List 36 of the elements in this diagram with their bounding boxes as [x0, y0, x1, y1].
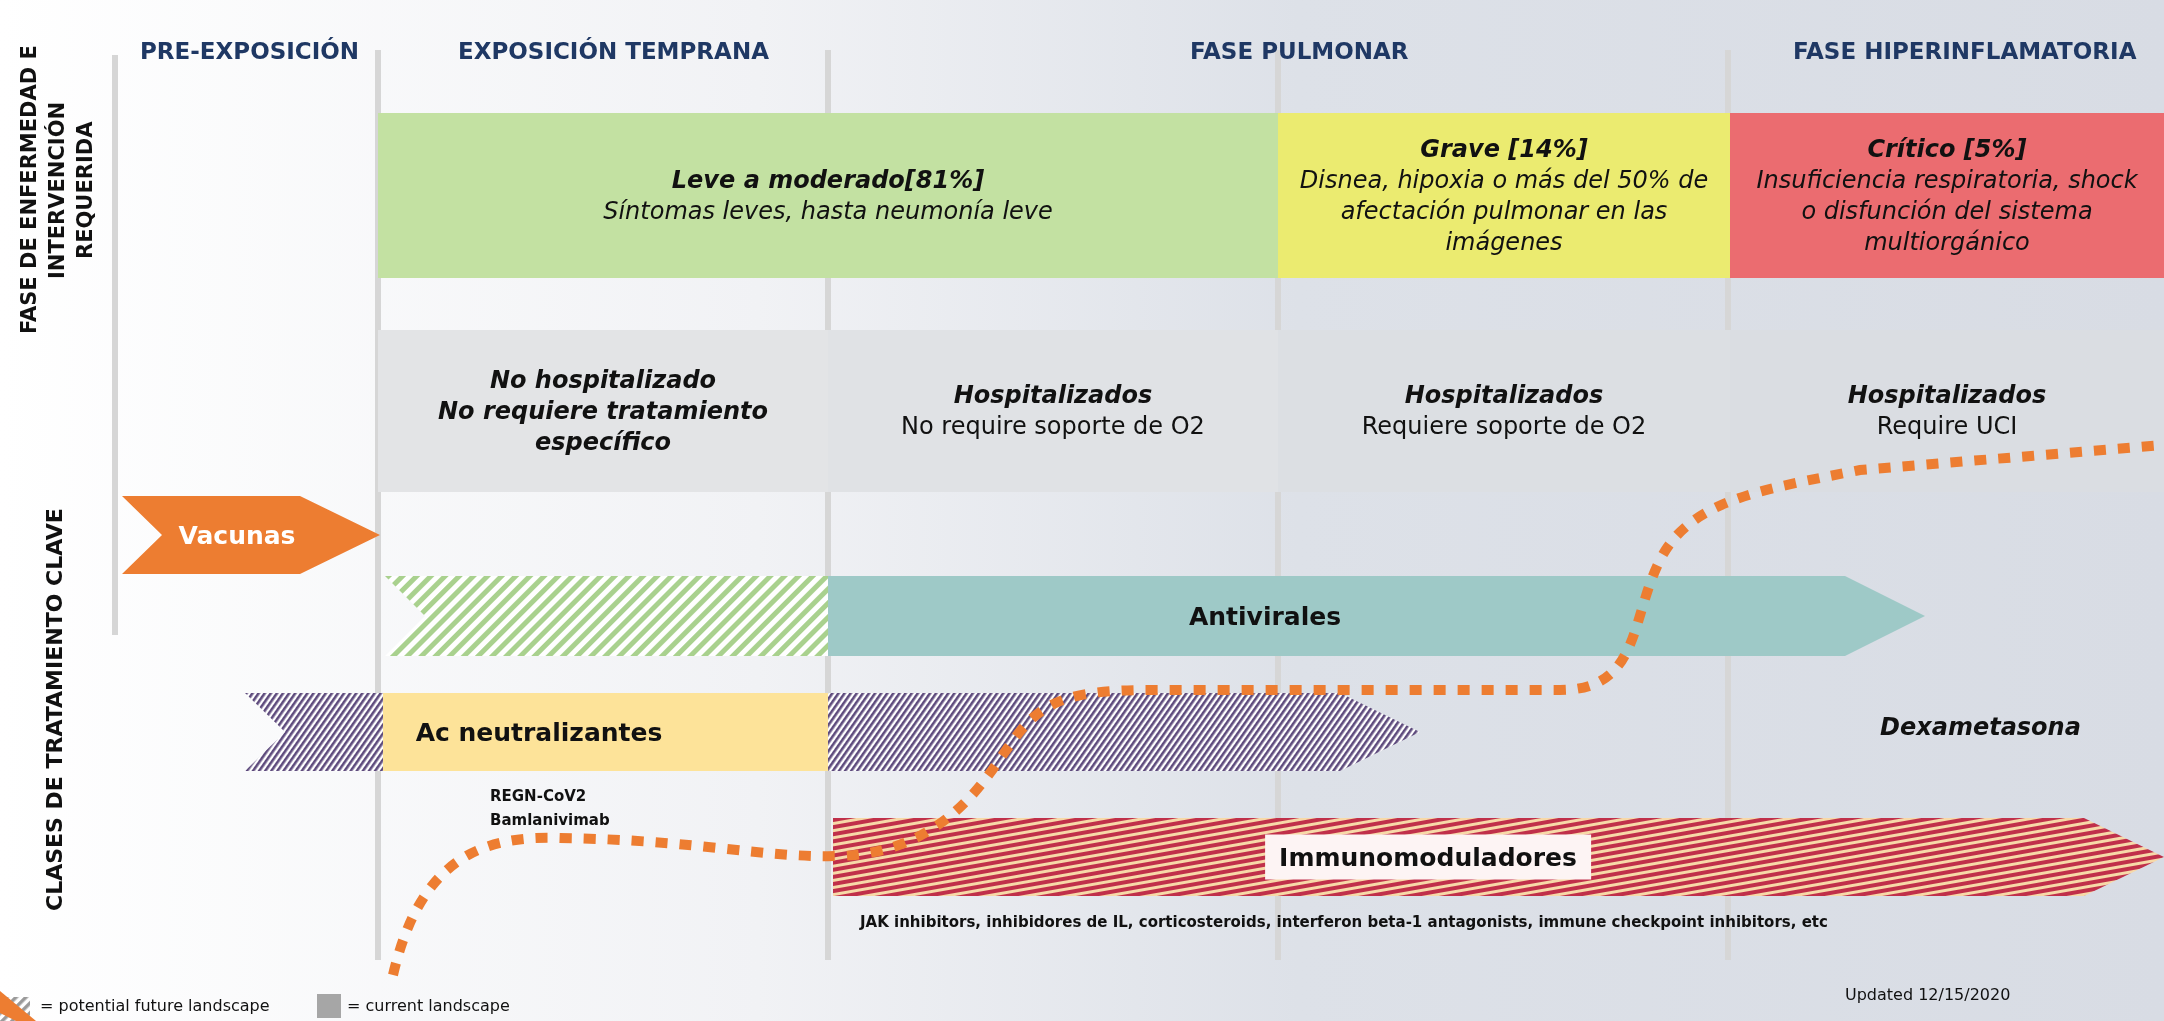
arrow-label: Ac neutralizantes	[415, 717, 663, 747]
drug-name: REGN-CoV2	[490, 787, 587, 805]
severity-band	[378, 113, 1278, 278]
severity-band	[1730, 113, 2164, 278]
band-heading: Hospitalizados	[953, 380, 1153, 411]
band-description: Síntomas leves, hasta neumonía leve	[603, 195, 1053, 227]
phase-heading: FASE PULMONAR	[1190, 38, 1409, 64]
update-note: Updated 12/15/2020	[1845, 985, 2011, 1004]
phase-heading: PRE-EXPOSICIÓN	[140, 38, 360, 64]
arrow-label: Antivirales	[1188, 601, 1342, 631]
arrow-label: Immunomoduladores	[1265, 834, 1591, 880]
drug-list-note: JAK inhibitors, inhibidores de IL, corticosteroids, interferon beta-1 antagonists, immune checkpoint inhibitors, etc	[860, 913, 1828, 931]
care-level-panel	[378, 330, 828, 492]
row-heading: CLASES DE TRATAMIENTO CLAVE	[41, 507, 68, 914]
band-description: No require soporte de O2	[901, 411, 1205, 442]
legend-label: = current landscape	[347, 996, 510, 1015]
legend-label: = potential future landscape	[40, 996, 270, 1015]
band-heading: Grave [14%]	[1420, 133, 1588, 165]
treatment-label: Dexametasona	[1880, 713, 2081, 741]
band-description: Disnea, hipoxia o más del 50% de afectación pulmonar en las imágenes	[1298, 164, 1710, 258]
row-heading: FASE DE ENFERMEDAD E INTERVENCIÓN REQUERIDA	[16, 44, 98, 337]
band-heading: No hospitalizado	[489, 364, 717, 396]
drug-name: Bamlanivimab	[490, 811, 610, 829]
band-description: Require UCI	[1876, 411, 2018, 442]
band-heading: Crítico [5%]	[1867, 133, 2027, 165]
band-description: Insuficiencia respiratoria, shock o disfunción del sistema multiorgánico	[1755, 164, 2139, 258]
severity-band	[1278, 113, 1730, 278]
band-heading: Leve a moderado[81%]	[671, 164, 985, 196]
band-heading: Hospitalizados	[1847, 380, 2047, 411]
band-heading: Hospitalizados	[1404, 380, 1604, 411]
care-level-panel	[828, 330, 1278, 492]
phase-heading: EXPOSICIÓN TEMPRANA	[458, 38, 769, 64]
arrow-label: Vacunas	[178, 520, 296, 550]
phase-heading: FASE HIPERINFLAMATORIA	[1793, 38, 2137, 64]
band-description: Requiere soporte de O2	[1361, 411, 1647, 442]
band-description: No requiere tratamiento específico	[437, 395, 769, 458]
